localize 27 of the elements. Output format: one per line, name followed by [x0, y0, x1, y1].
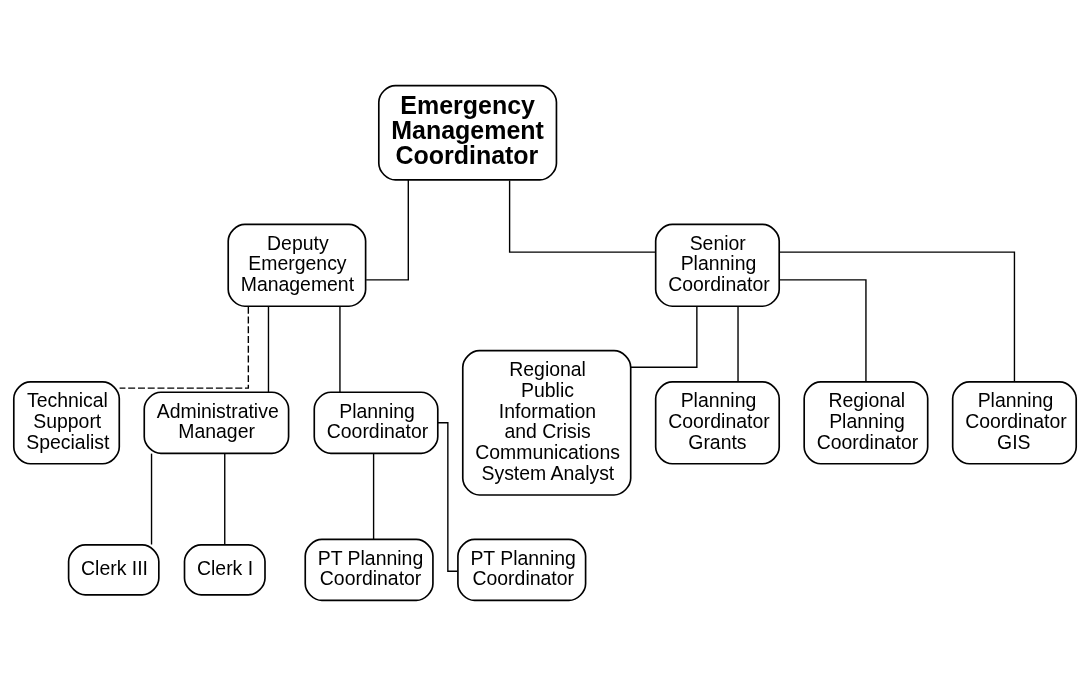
connector — [508, 179, 657, 253]
connector — [737, 305, 739, 382]
node-box: Deputy Emergency Management — [227, 223, 367, 307]
node-box: Planning Coordinator GIS — [951, 380, 1078, 465]
connector — [118, 305, 250, 389]
node-box: Clerk I — [183, 543, 266, 596]
connector — [365, 178, 409, 281]
connector — [267, 305, 270, 393]
node-box: PT Planning Coordinator — [304, 538, 434, 601]
connector — [630, 305, 698, 368]
connector — [437, 421, 459, 572]
node-box: Regional Planning Coordinator — [803, 380, 929, 465]
node-box: Administrative Manager — [143, 390, 290, 454]
connector — [778, 278, 867, 383]
node-box: Emergency Management Coordinator — [377, 84, 558, 181]
connector — [778, 250, 1016, 382]
node-box: Planning Coordinator Grants — [654, 380, 781, 465]
connector — [339, 305, 341, 393]
node-box: Senior Planning Coordinator — [654, 223, 781, 307]
node-box: PT Planning Coordinator — [457, 538, 587, 601]
node-box: Regional Public Information and Crisis Communications System Analyst — [461, 349, 632, 496]
connector — [224, 452, 226, 545]
node-box: Planning Coordinator — [313, 390, 439, 454]
connector — [372, 452, 375, 540]
node-box: Clerk III — [67, 543, 160, 596]
connector — [150, 452, 153, 545]
node-box: Technical Support Specialist — [12, 380, 121, 465]
